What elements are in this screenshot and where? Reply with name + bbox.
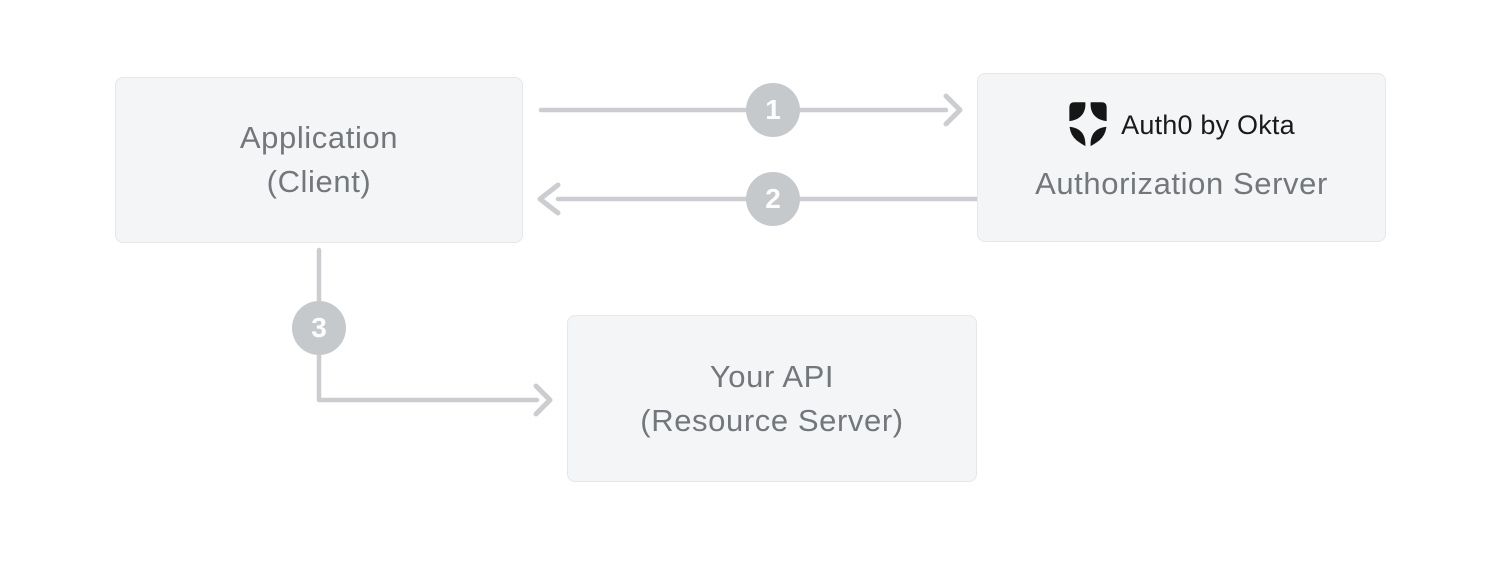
api-node: Your API (Resource Server): [567, 315, 977, 482]
authorization-server-node: Auth0 by Okta Authorization Server: [977, 73, 1386, 242]
auth0-shield-icon: [1068, 101, 1109, 148]
application-subtitle: (Client): [266, 164, 372, 199]
step-badge-1: 1: [746, 83, 800, 137]
step-badge-2: 2: [746, 172, 800, 226]
arrow-3-line: [316, 247, 540, 403]
auth0-brand-lockup: Auth0 by Okta: [1068, 101, 1295, 148]
api-subtitle: (Resource Server): [640, 402, 904, 438]
api-title: Your API: [709, 358, 835, 394]
application-title: Application: [239, 120, 399, 155]
application-node: Application (Client): [115, 77, 523, 243]
arrow-3-head-icon: [533, 383, 553, 417]
step-badge-3: 3: [292, 301, 346, 355]
arrow-2-head-icon: [537, 182, 561, 216]
authorization-server-label: Authorization Server: [1035, 165, 1328, 201]
arrow-1-head-icon: [943, 93, 963, 127]
auth0-brand-text: Auth0 by Okta: [1121, 109, 1295, 140]
